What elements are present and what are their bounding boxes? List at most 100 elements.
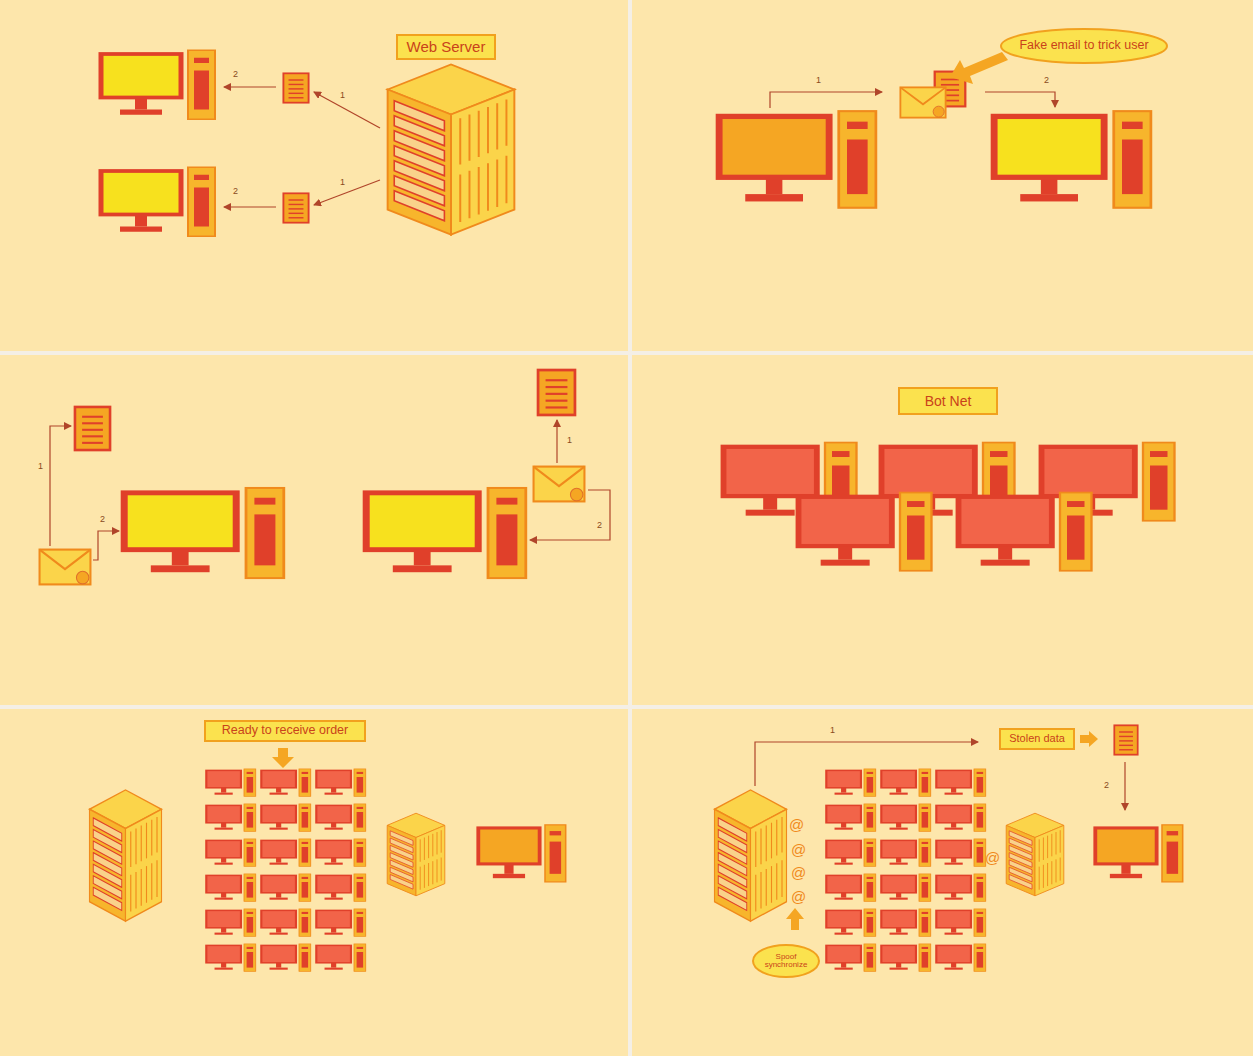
callout-ellipse: Spoof synchronize <box>752 944 820 978</box>
bot-computer <box>826 909 875 937</box>
attacker-computer <box>719 111 876 208</box>
email-symbol: @ <box>791 889 806 904</box>
panel <box>0 0 628 351</box>
title-box: Bot Net <box>898 387 998 415</box>
bot-computer <box>936 769 985 797</box>
attacker-server <box>715 790 787 921</box>
callout-number: 1 <box>816 76 821 85</box>
flow-arrow <box>556 420 557 463</box>
panel <box>0 355 628 705</box>
bot-computer <box>959 493 1092 571</box>
flow-arrow <box>314 92 380 128</box>
bot-computer <box>826 944 875 972</box>
ellipse-shape <box>753 945 819 977</box>
node-text: Bot Net <box>925 394 972 409</box>
callout-number: 2 <box>233 187 238 196</box>
bot-computer <box>261 944 310 972</box>
flow-arrows <box>50 420 610 560</box>
attacker-server <box>90 790 162 921</box>
flow-arrows <box>755 742 1125 810</box>
panel <box>632 709 1253 1056</box>
bot-computer <box>826 804 875 832</box>
bot-computer <box>261 874 310 902</box>
bot-computer <box>881 874 930 902</box>
email-symbol: @ <box>789 817 804 832</box>
botnet-grid <box>826 769 985 972</box>
document <box>538 370 575 415</box>
bot-computer <box>881 839 930 867</box>
bot-computer <box>881 944 930 972</box>
botnet-group <box>724 443 1175 571</box>
flow-arrows <box>770 92 1055 108</box>
bot-computer <box>799 493 932 571</box>
callout-number: 2 <box>100 515 105 524</box>
panel <box>632 0 1253 351</box>
victim-computer <box>994 111 1151 208</box>
bot-computer <box>316 769 365 797</box>
bot-computer <box>316 909 365 937</box>
bot-computer <box>261 804 310 832</box>
computer <box>366 488 526 578</box>
bot-computer <box>881 909 930 937</box>
email-symbol: @ <box>791 865 806 880</box>
target-server <box>387 813 445 896</box>
bot-computer <box>206 839 255 867</box>
node-text: Fake email to trick user <box>1019 39 1148 52</box>
pointer-arrow <box>272 748 294 768</box>
flow-arrow <box>224 86 276 87</box>
node-text: Web Server <box>407 39 486 55</box>
email-envelope <box>900 87 945 117</box>
callout-number: 1 <box>340 178 345 187</box>
botnet-grid <box>206 769 365 972</box>
callout-number: 1 <box>830 726 835 735</box>
ellipse-shape <box>1001 29 1167 63</box>
document <box>283 193 308 222</box>
callout-number: 2 <box>1104 781 1109 790</box>
email-symbol: @ <box>791 842 806 857</box>
email-envelope <box>534 467 585 502</box>
flow-arrow <box>93 531 119 560</box>
target-server <box>1006 813 1064 896</box>
bot-computer <box>261 909 310 937</box>
flow-arrows <box>224 87 380 207</box>
bot-computer <box>206 944 255 972</box>
node-text: Spoof synchronize <box>758 953 814 970</box>
bot-computer <box>936 909 985 937</box>
bot-computer <box>936 839 985 867</box>
flow-arrow <box>50 426 71 546</box>
bot-computer <box>936 944 985 972</box>
status-box: Ready to receive order <box>204 720 366 742</box>
bot-computer <box>881 804 930 832</box>
flow-arrow <box>530 490 610 540</box>
bot-computer <box>206 769 255 797</box>
callout-number: 2 <box>1044 76 1049 85</box>
document <box>283 73 308 102</box>
flow-arrow <box>224 206 276 207</box>
computer <box>478 825 565 882</box>
bot-computer <box>826 874 875 902</box>
bot-computer <box>316 804 365 832</box>
bot-computer <box>316 874 365 902</box>
bot-computer <box>206 874 255 902</box>
bot-computer <box>316 839 365 867</box>
bot-computer <box>261 839 310 867</box>
data-label: Stolen data <box>999 728 1075 750</box>
node-text: Ready to receive order <box>222 724 348 737</box>
flow-arrow <box>770 92 882 108</box>
computer <box>101 50 215 119</box>
web-server <box>388 65 515 235</box>
flow-arrow <box>985 92 1055 107</box>
callout-number: 1 <box>340 91 345 100</box>
panel <box>0 709 628 1056</box>
callout-number: 2 <box>597 521 602 530</box>
callout-ellipse: Fake email to trick user <box>1000 28 1168 64</box>
bot-computer <box>826 839 875 867</box>
bot-computer <box>826 769 875 797</box>
flow-arrow <box>314 180 380 205</box>
computer <box>101 167 215 236</box>
bot-computer <box>936 804 985 832</box>
bot-computer <box>261 769 310 797</box>
